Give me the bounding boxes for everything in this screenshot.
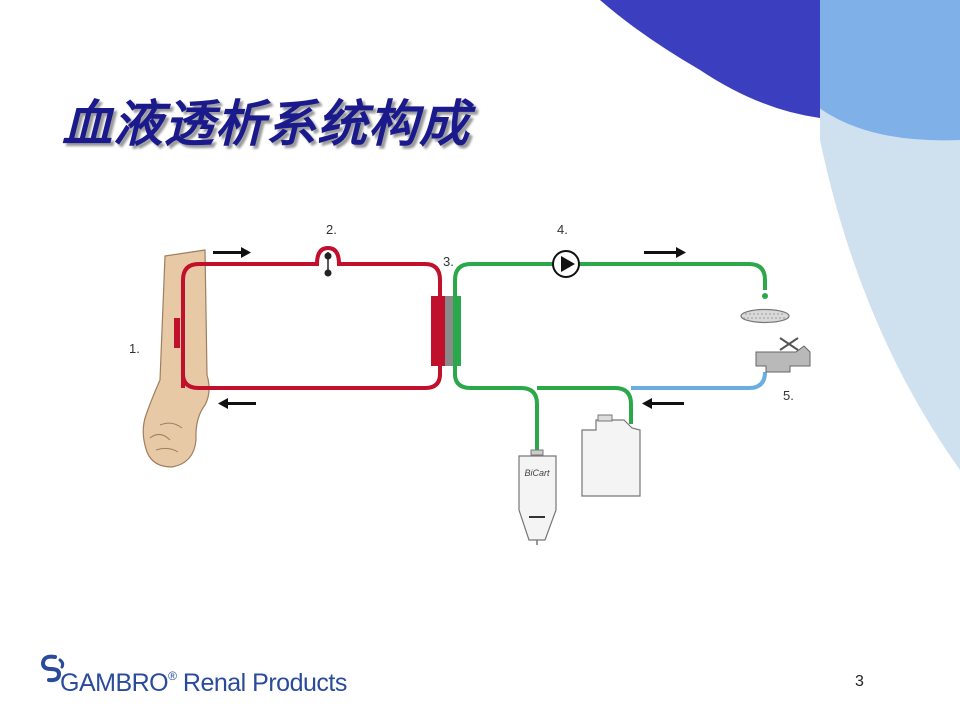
logo-suffix: Renal Products bbox=[176, 669, 347, 697]
label-arm: 1. bbox=[129, 341, 140, 356]
faucet-icon bbox=[755, 337, 811, 373]
deco-dark-blue-shape bbox=[600, 0, 820, 118]
label-pump: 4. bbox=[557, 222, 568, 237]
gambro-logo-icon bbox=[40, 654, 65, 683]
dialyzer-membrane bbox=[445, 296, 453, 366]
label-water-supply: 5. bbox=[783, 388, 794, 403]
dialyzer-blood-side bbox=[431, 296, 445, 366]
bicart-label: BiCart bbox=[524, 468, 550, 478]
direction-arrows bbox=[213, 247, 686, 409]
footer-logo-text: GAMBRO® Renal Products bbox=[60, 669, 347, 698]
blood-needle bbox=[174, 318, 180, 348]
arrow-right-icon bbox=[213, 247, 251, 258]
bicart-cartridge-icon: BiCart bbox=[518, 449, 557, 545]
air-trap-icon bbox=[324, 252, 332, 277]
arm-illustration bbox=[142, 249, 210, 468]
water-supply-line bbox=[631, 371, 767, 390]
logo-brand: GAMBRO bbox=[60, 669, 169, 697]
blood-circuit-line bbox=[181, 245, 442, 390]
arrow-right-icon bbox=[644, 247, 686, 258]
dialysate-circuit-line bbox=[453, 262, 767, 450]
label-air-trap: 2. bbox=[326, 222, 337, 237]
arrow-left-icon bbox=[218, 398, 256, 409]
slide-title: 血液透析系统构成 bbox=[62, 95, 470, 153]
concentrate-canister-icon bbox=[581, 414, 641, 497]
label-dialyzer: 3. bbox=[443, 254, 454, 269]
logo-registered: ® bbox=[168, 669, 177, 683]
dialyzer-dialysate-side bbox=[453, 296, 461, 366]
page-number: 3 bbox=[855, 673, 864, 690]
arrow-left-icon bbox=[642, 398, 684, 409]
drain-icon bbox=[740, 308, 790, 324]
